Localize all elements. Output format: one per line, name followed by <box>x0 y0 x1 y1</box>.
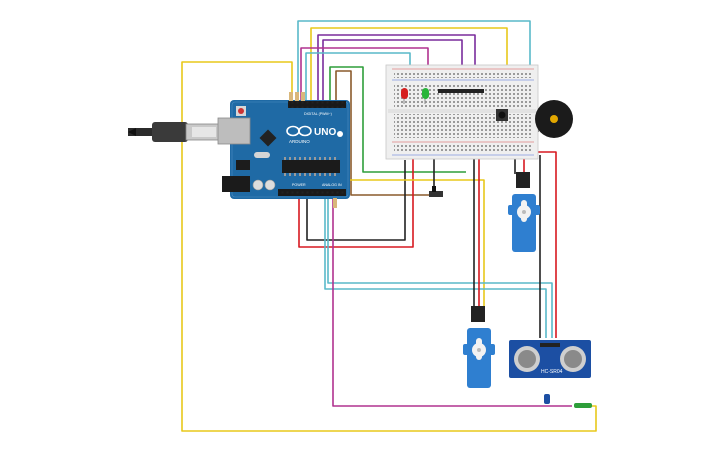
wire-purple-b[interactable] <box>322 39 463 100</box>
power-header-label: POWER <box>292 183 306 187</box>
wire-sensor-red[interactable] <box>530 151 557 338</box>
wire-yellow-analog[interactable] <box>317 179 485 310</box>
sensor-model-label: HC-SR04 <box>541 369 563 375</box>
wire-purple-a[interactable] <box>317 34 476 100</box>
arduino-logo: UNO ARDUINO <box>286 125 336 144</box>
wire-brown[interactable] <box>335 70 440 196</box>
piezo-buzzer[interactable] <box>535 100 573 138</box>
wire-green[interactable] <box>329 66 466 173</box>
digital-header-label: DIGITAL (PWM~) <box>304 112 332 116</box>
wire-yellow-top[interactable] <box>310 27 508 100</box>
wire-cyan-top[interactable] <box>297 20 531 100</box>
led-red[interactable] <box>401 88 408 104</box>
analog-header-label: ANALOG IN <box>322 183 342 187</box>
usb-cable[interactable] <box>128 122 223 142</box>
breadboard-resistors <box>438 89 484 93</box>
wire-black-gnd[interactable] <box>306 160 406 241</box>
wire-magenta-long[interactable] <box>332 197 572 407</box>
led-green[interactable] <box>422 88 429 104</box>
servo-2[interactable] <box>463 306 495 388</box>
photoresistor[interactable] <box>544 394 592 408</box>
arduino-uno[interactable]: UNO ARDUINO DIGITAL (PWM~) ANALOG IN POW… <box>217 92 350 208</box>
slide-switch[interactable] <box>429 186 443 197</box>
led-red-body <box>401 88 408 99</box>
wire-yellow-long[interactable] <box>181 61 597 432</box>
wire-red-power[interactable] <box>298 152 414 248</box>
led-green-body <box>422 88 429 99</box>
board-model: UNO <box>314 127 336 138</box>
ultrasonic-sensor[interactable]: HC-SR04 <box>509 340 591 378</box>
push-button[interactable] <box>496 109 508 121</box>
board-brand: ARDUINO <box>289 139 310 144</box>
breadboard[interactable] <box>385 64 539 160</box>
wire-cyan-sensor-2[interactable] <box>327 197 553 338</box>
wire-cyan-sensor[interactable] <box>324 197 547 338</box>
servo-1[interactable] <box>508 172 540 252</box>
